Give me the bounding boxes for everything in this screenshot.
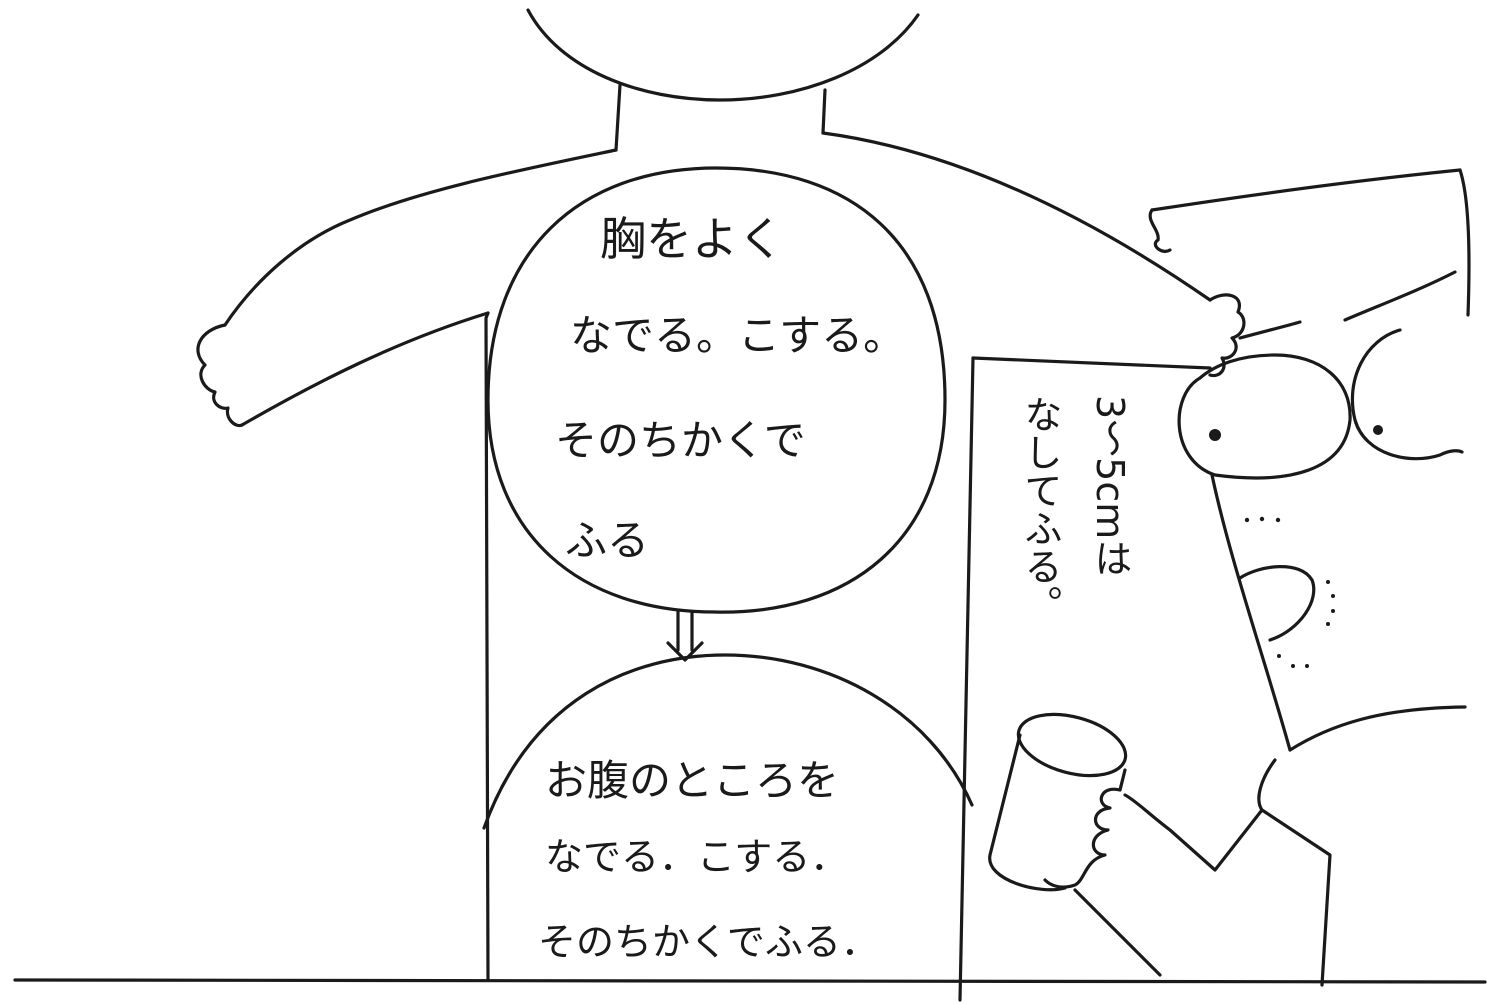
left-hand (196, 323, 244, 428)
cup-body (988, 733, 1067, 892)
head-outline (526, 8, 920, 102)
torso-right-edge (958, 356, 975, 1002)
helper-arm-crease (1343, 270, 1457, 322)
helper-jaw (1210, 473, 1292, 752)
cup-fingers (1043, 787, 1122, 889)
belly-text-line2: なでる．こする． (545, 835, 848, 879)
dot-3 (1275, 517, 1281, 523)
belly-text-line3: そのちかくでふる． (538, 920, 879, 964)
helper-forearm-lower (1073, 888, 1162, 977)
side-note-col2: なしてふる。 (1018, 395, 1062, 623)
left-arm-underside (240, 311, 490, 427)
belly-text-line1: お腹のところを (545, 756, 839, 805)
helper-cheek-right (1350, 328, 1464, 461)
dot-9 (1291, 664, 1295, 668)
helper-mouth (1238, 565, 1316, 642)
dot-2 (1259, 516, 1265, 522)
dot-7 (1326, 622, 1330, 626)
dot-6 (1331, 609, 1335, 613)
dot-4 (1326, 580, 1330, 584)
cup-rim (1016, 712, 1128, 778)
left-shoulder-arm (223, 148, 618, 327)
chest-text-line4: ふる (565, 516, 649, 565)
chest-text-line2: なでる。こする。 (570, 311, 905, 360)
dot-10 (1305, 664, 1309, 668)
helper-arm-holding (1257, 758, 1332, 987)
helper-forearm (1123, 793, 1264, 872)
right-hand (1208, 293, 1246, 378)
torso-right-side (971, 356, 1212, 370)
belly-arc (482, 653, 974, 830)
helper-fingers (1148, 208, 1172, 253)
side-note-col1: 3〜5cmは (1088, 395, 1132, 577)
cup-right-side (1118, 768, 1127, 792)
neck-right (821, 88, 827, 135)
helper-eye-right (1373, 425, 1383, 435)
helper-eye-left (1209, 429, 1221, 441)
chest-text-line1: 胸をよく (600, 212, 784, 266)
right-shoulder-arm (821, 131, 1212, 302)
neck-left (614, 83, 622, 152)
helper-arm-lower (1238, 320, 1302, 340)
chest-circle (486, 166, 947, 614)
dot-8 (1277, 654, 1281, 658)
torso-left-side (484, 311, 490, 982)
arrow-shaft (676, 610, 694, 652)
helper-arm-top (1150, 168, 1462, 212)
ground-line (13, 978, 1487, 984)
arrow-head (666, 641, 704, 662)
dot-1 (1244, 517, 1250, 523)
helper-cheek-left (1177, 353, 1352, 480)
helper-shoulder (1288, 705, 1467, 752)
helper-arm-end (1458, 168, 1471, 317)
dot-5 (1331, 594, 1335, 598)
chest-text-line3: そのちかくで (555, 416, 806, 465)
